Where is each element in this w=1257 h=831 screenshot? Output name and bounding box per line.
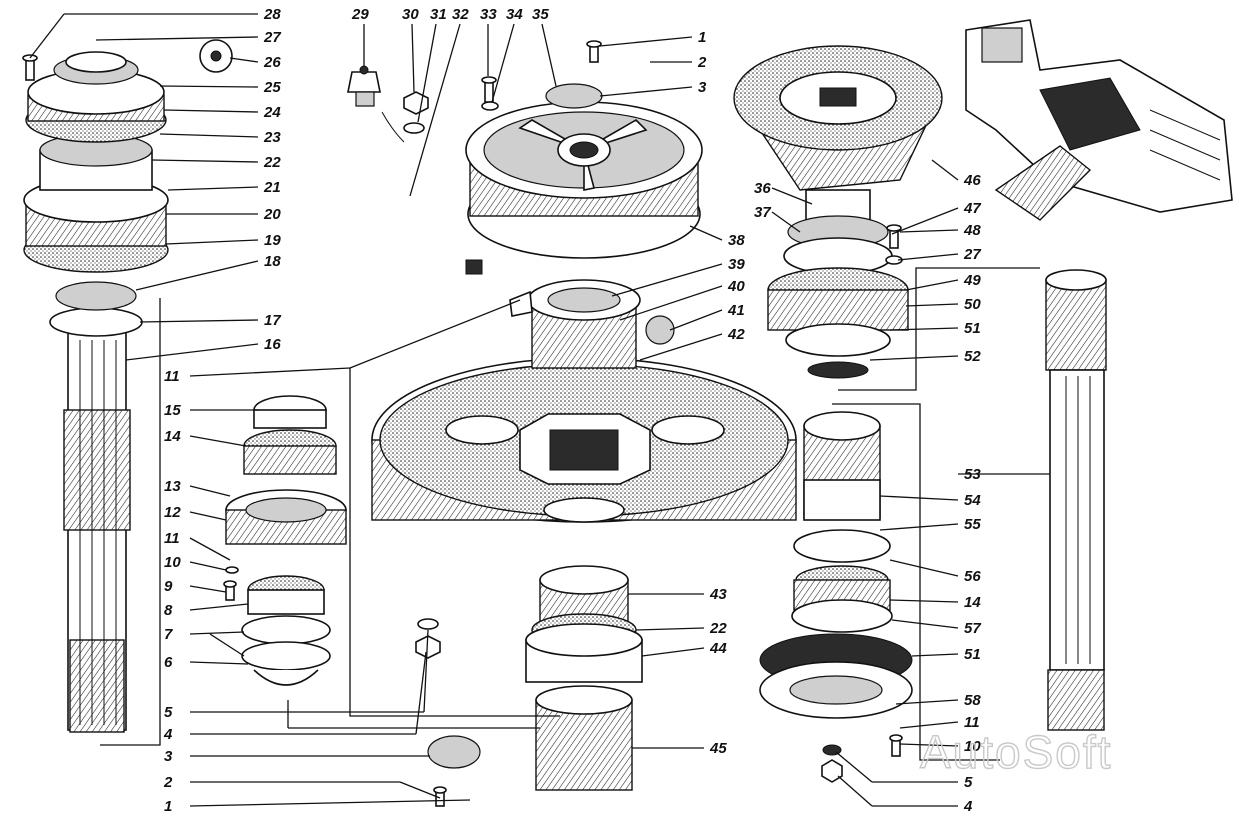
callout-8: 8 — [164, 602, 173, 619]
callout-54: 54 — [964, 492, 981, 509]
callout-26: 26 — [263, 54, 281, 71]
callout-56: 56 — [964, 568, 981, 585]
callout-30: 30 — [402, 6, 419, 23]
callout-1-top: 1 — [698, 29, 706, 46]
callout-11-a: 11 — [164, 368, 180, 385]
callout-11-b: 11 — [164, 530, 180, 547]
callout-44: 44 — [709, 640, 727, 657]
callout-40: 40 — [727, 278, 745, 295]
callout-29: 29 — [351, 6, 369, 23]
callout-52: 52 — [964, 348, 981, 365]
callout-43: 43 — [709, 586, 727, 603]
callout-numbers: 28 27 26 25 24 23 22 21 20 19 18 17 16 2… — [163, 6, 981, 815]
callout-55: 55 — [964, 516, 981, 533]
callout-14-right: 14 — [964, 594, 981, 611]
callout-5-left: 5 — [164, 704, 173, 721]
callout-4-right: 4 — [963, 798, 973, 815]
callout-7: 7 — [164, 626, 173, 643]
callout-5-right: 5 — [964, 774, 973, 791]
callout-18: 18 — [264, 253, 281, 270]
callout-1-bottom: 1 — [164, 798, 172, 815]
long-splined-shaft — [1000, 267, 1107, 731]
callout-12: 12 — [164, 504, 181, 521]
callout-9: 9 — [164, 578, 173, 595]
callout-15: 15 — [164, 402, 181, 419]
callout-42: 42 — [727, 326, 745, 343]
callout-35: 35 — [532, 6, 549, 23]
callout-10-right: 10 — [964, 738, 981, 755]
left-bearing-stack — [223, 368, 560, 807]
callout-37: 37 — [754, 204, 771, 221]
callout-22: 22 — [263, 154, 281, 171]
callout-6: 6 — [164, 654, 173, 671]
callout-47: 47 — [963, 200, 981, 217]
callout-34: 34 — [506, 6, 523, 23]
callout-32: 32 — [452, 6, 469, 23]
callout-14-left: 14 — [164, 428, 181, 445]
vehicle-thumbnail — [965, 19, 1233, 221]
callout-17: 17 — [264, 312, 281, 329]
callout-24: 24 — [263, 104, 281, 121]
callout-53: 53 — [964, 466, 981, 483]
callout-45: 45 — [709, 740, 727, 757]
callout-27: 27 — [263, 29, 281, 46]
callout-33: 33 — [480, 6, 497, 23]
callout-50: 50 — [964, 296, 981, 313]
callout-2-bottom: 2 — [163, 774, 173, 791]
callout-3-bottom: 3 — [164, 748, 173, 765]
callout-13: 13 — [164, 478, 181, 495]
callout-19: 19 — [264, 232, 281, 249]
callout-38: 38 — [728, 232, 745, 249]
callout-48: 48 — [963, 222, 981, 239]
callout-31: 31 — [430, 6, 447, 23]
callout-20: 20 — [263, 206, 281, 223]
callout-36: 36 — [754, 180, 771, 197]
callout-22-lower: 22 — [709, 620, 727, 637]
callout-21: 21 — [263, 179, 281, 196]
callout-49: 49 — [963, 272, 981, 289]
left-shaft-assembly — [22, 39, 233, 746]
callout-39: 39 — [728, 256, 745, 273]
callout-51-bottom: 51 — [964, 646, 981, 663]
callout-16: 16 — [264, 336, 281, 353]
callout-58: 58 — [964, 692, 981, 709]
brake-drum — [465, 40, 703, 259]
watermark: AutoSoft — [920, 726, 1112, 778]
callout-51-top: 51 — [964, 320, 981, 337]
callout-2-top: 2 — [697, 54, 707, 71]
callout-11-c: 11 — [964, 714, 980, 731]
big-spur-gear — [371, 279, 797, 791]
callout-57: 57 — [964, 620, 981, 637]
callout-25: 25 — [263, 79, 281, 96]
callout-46: 46 — [963, 172, 981, 189]
callout-28: 28 — [263, 6, 281, 23]
callout-41: 41 — [727, 302, 745, 319]
callout-27-right: 27 — [963, 246, 981, 263]
leader-lines — [29, 13, 1050, 807]
callout-3-top: 3 — [698, 79, 707, 96]
bevel-gear-assembly — [733, 45, 1000, 391]
callout-23: 23 — [263, 129, 281, 146]
fittings-group — [347, 65, 499, 275]
callout-4-left: 4 — [163, 726, 173, 743]
callout-10-left: 10 — [164, 554, 181, 571]
right-gear-stack — [759, 403, 1000, 783]
